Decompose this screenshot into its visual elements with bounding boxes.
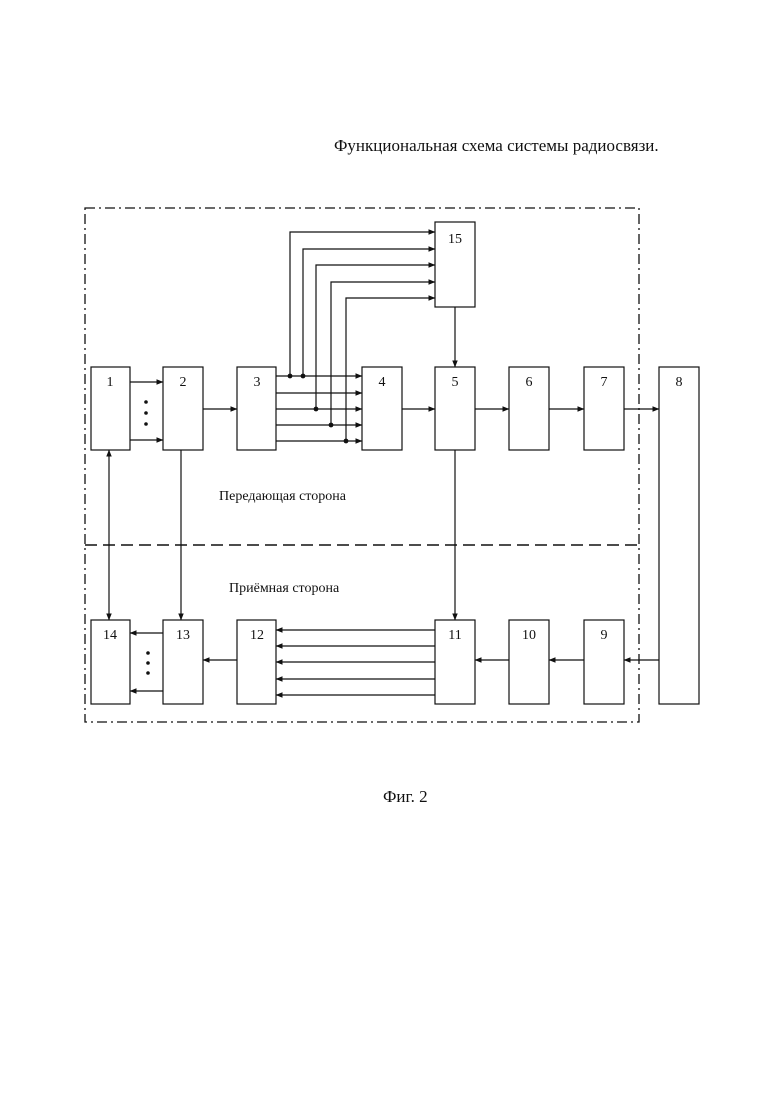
block-7-label: 7 xyxy=(601,375,608,390)
block-13-label: 13 xyxy=(176,628,190,643)
block-4-label: 4 xyxy=(379,375,386,390)
receive-side-label: Приёмная сторона xyxy=(229,581,340,596)
junction-dot xyxy=(344,439,349,444)
block-14-label: 14 xyxy=(103,628,117,643)
tap-to-15-line-1 xyxy=(290,232,435,376)
block-2-label: 2 xyxy=(180,375,187,390)
ellipsis-dot xyxy=(144,411,148,415)
block-3-label: 3 xyxy=(254,375,261,390)
tap-to-15-line-2 xyxy=(303,249,435,376)
junction-dot xyxy=(301,374,306,379)
block-9-label: 9 xyxy=(601,628,608,643)
junction-dot xyxy=(288,374,293,379)
block-6-label: 6 xyxy=(526,375,533,390)
block-1-label: 1 xyxy=(107,375,114,390)
junction-dot xyxy=(329,423,334,428)
transmit-side-label: Передающая сторона xyxy=(219,489,347,504)
block-8 xyxy=(659,367,699,704)
ellipsis-dot xyxy=(146,661,150,665)
figure-caption: Фиг. 2 xyxy=(383,787,428,807)
block-10-label: 10 xyxy=(522,628,536,643)
block-12-label: 12 xyxy=(250,628,264,643)
ellipsis-dot xyxy=(144,400,148,404)
ellipsis-dot xyxy=(144,422,148,426)
block-15-label: 15 xyxy=(448,232,462,247)
block-11-label: 11 xyxy=(448,628,461,643)
block-8-label: 8 xyxy=(676,375,683,390)
ellipsis-dot xyxy=(146,671,150,675)
ellipsis-dot xyxy=(146,651,150,655)
block-5-label: 5 xyxy=(452,375,459,390)
junction-dot xyxy=(314,407,319,412)
